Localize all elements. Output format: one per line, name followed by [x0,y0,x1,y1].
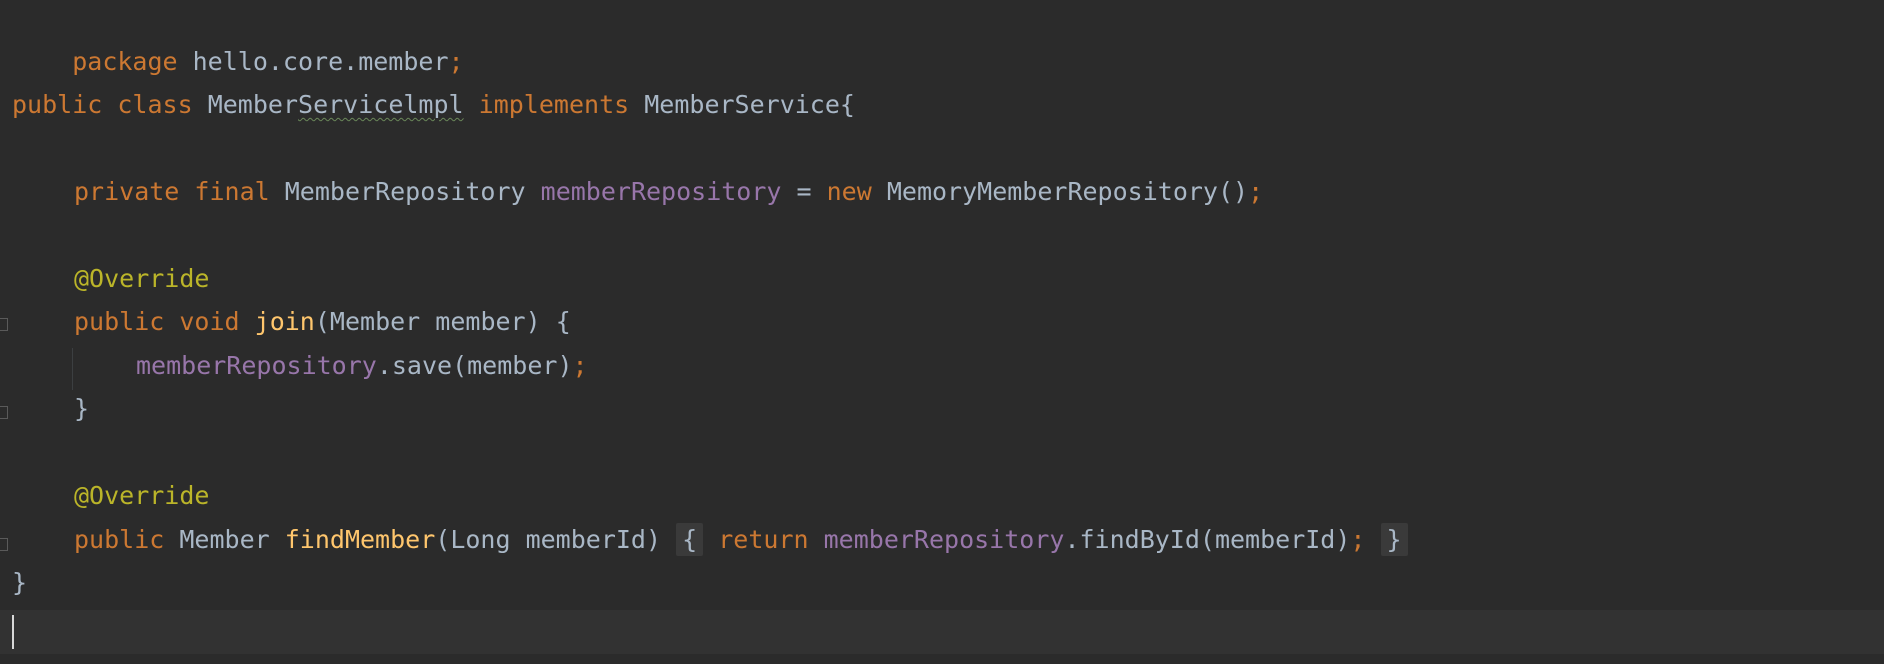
code-line-method-findmember[interactable]: public Member findMember(Long memberId) … [74,518,1408,562]
package-name: hello.core.member [177,47,449,76]
semicolon: ; [448,47,464,76]
spelling-warning[interactable]: Servicelmpl [298,90,464,119]
editor-gutter [0,0,10,664]
field-name: memberRepository [823,525,1065,554]
code-line-save-call[interactable]: memberRepository.save(member); [136,344,588,388]
fold-collapsed-icon[interactable] [0,538,8,551]
annotation: @Override [74,481,210,510]
class-name: MemberServicelmpl [208,90,464,119]
method-name: join [254,307,315,336]
keyword: void [179,307,240,336]
interface-name: MemberService{ [644,90,855,119]
keyword: public [74,307,165,336]
keyword: public [12,90,103,119]
type-name: Member [179,525,270,554]
code-line-annotation[interactable]: @Override [74,474,209,518]
method-call: .findById(memberId) [1064,525,1351,554]
folded-brace-open[interactable]: { [676,523,704,556]
type-name: MemberRepository [284,177,526,206]
keyword: return [718,525,809,554]
keyword: new [826,177,872,206]
semicolon: ; [1248,177,1264,206]
annotation: @Override [74,264,210,293]
keyword: package [72,47,178,76]
parameters: (Member member) { [314,307,571,336]
method-name: findMember [284,525,436,554]
fold-open-icon[interactable] [0,318,8,331]
code-line-close-brace[interactable]: } [74,387,89,431]
method-call: .save(member) [376,351,573,380]
text-caret [12,615,14,649]
field-name: memberRepository [136,351,377,380]
code-line-class-close-brace[interactable]: } [12,561,27,605]
brace: } [12,568,28,597]
code-line-field[interactable]: private final MemberRepository memberRep… [74,170,1263,214]
semicolon: ; [572,351,588,380]
keyword: final [194,177,270,206]
current-line-highlight [0,610,1884,654]
parameters: (Long memberId) [435,525,662,554]
folded-brace-close[interactable]: } [1380,523,1408,556]
keyword: class [117,90,193,119]
code-line-class-declaration[interactable]: public class MemberServicelmpl implement… [12,83,855,127]
brace: } [74,394,90,423]
constructor-call: MemoryMemberRepository() [886,177,1249,206]
keyword: private [74,177,180,206]
field-name: memberRepository [540,177,782,206]
indent-guide [72,348,73,390]
operator: = [781,177,827,206]
code-line-annotation[interactable]: @Override [74,257,209,301]
keyword: implements [478,90,630,119]
code-line-method-join[interactable]: public void join(Member member) { [74,300,571,344]
keyword: public [74,525,165,554]
code-line-package[interactable]: package hello.core.member; [12,0,463,76]
semicolon: ; [1350,525,1366,554]
class-name-part: Member [207,90,299,119]
fold-close-icon[interactable] [0,406,8,419]
